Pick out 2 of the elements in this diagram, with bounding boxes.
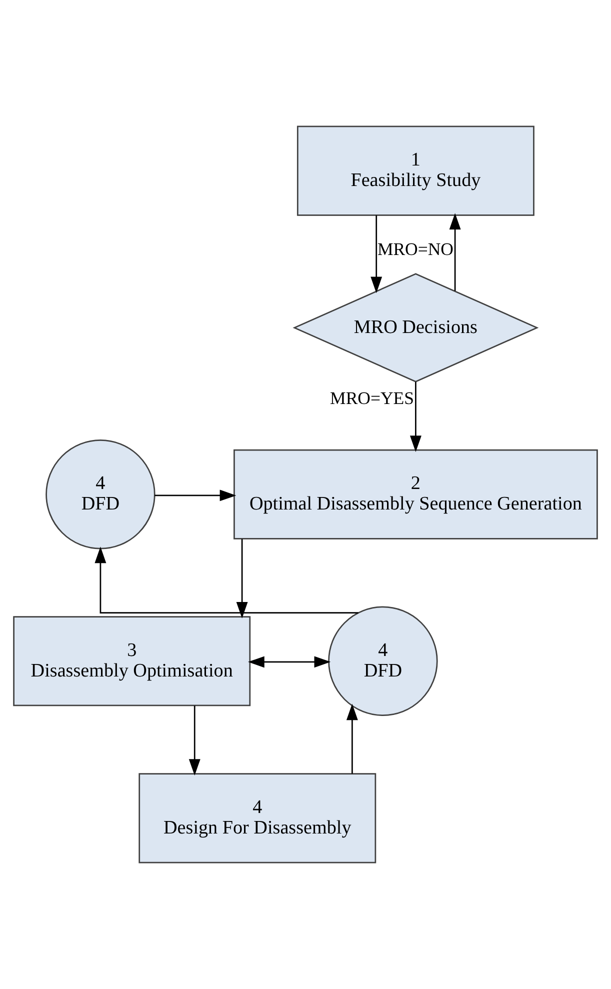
edge-label: MRO=NO xyxy=(377,238,454,259)
edge-label: MRO=YES xyxy=(330,388,414,408)
